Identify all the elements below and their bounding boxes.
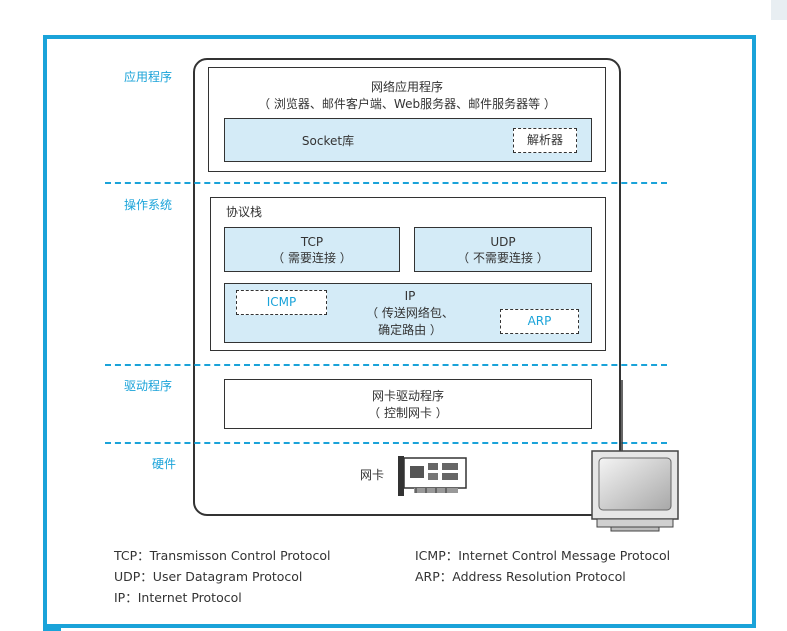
separator-os-driver [105,364,667,366]
arp-box: ARP [500,309,579,334]
legend-icmp: ICMP：Internet Control Message Protocol [415,548,671,563]
figure-frame [43,35,756,628]
layer-label-application: 应用程序 [124,70,173,84]
ip-note-2: 确定路由 ） [378,323,442,337]
driver-title: 网卡驱动程序 [371,389,444,403]
frame-foot [43,625,61,631]
udp-label: UDP [490,235,516,249]
ip-label: IP [404,289,416,303]
separator-driver-hw [105,442,667,444]
tcp-label: TCP [300,235,324,249]
layer-label-hardware: 硬件 [152,457,177,471]
cable-line [621,380,623,455]
corner-tab [771,0,787,20]
legend-ip: IP：Internet Protocol [114,590,242,605]
monitor-icon [591,450,679,532]
udp-note: （ 不需要连接 ） [457,251,549,265]
icmp-box: ICMP [236,290,327,315]
application-subtitle: （ 浏览器、邮件客户端、Web服务器、邮件服务器等 ） [258,97,556,111]
socket-library-label: Socket库 [301,134,355,148]
legend-tcp: TCP：Transmisson Control Protocol [114,548,331,563]
driver-note: （ 控制网卡 ） [368,406,448,420]
layer-label-driver: 驱动程序 [124,379,173,393]
ip-note-1: （ 传送网络包、 [366,306,454,320]
udp-box [414,227,592,272]
separator-app-os [105,182,667,184]
protocol-stack-title: 协议栈 [226,205,263,219]
layer-label-os: 操作系统 [124,198,173,212]
legend-udp: UDP：User Datagram Protocol [114,569,303,584]
legend-arp: ARP：Address Resolution Protocol [415,569,626,584]
nic-label: 网卡 [359,468,384,482]
network-card-icon [398,456,467,496]
application-title: 网络应用程序 [370,80,443,94]
tcp-box [224,227,400,272]
resolver-box: 解析器 [513,128,577,153]
tcp-note: （ 需要连接 ） [272,251,352,265]
driver-box [224,379,592,429]
